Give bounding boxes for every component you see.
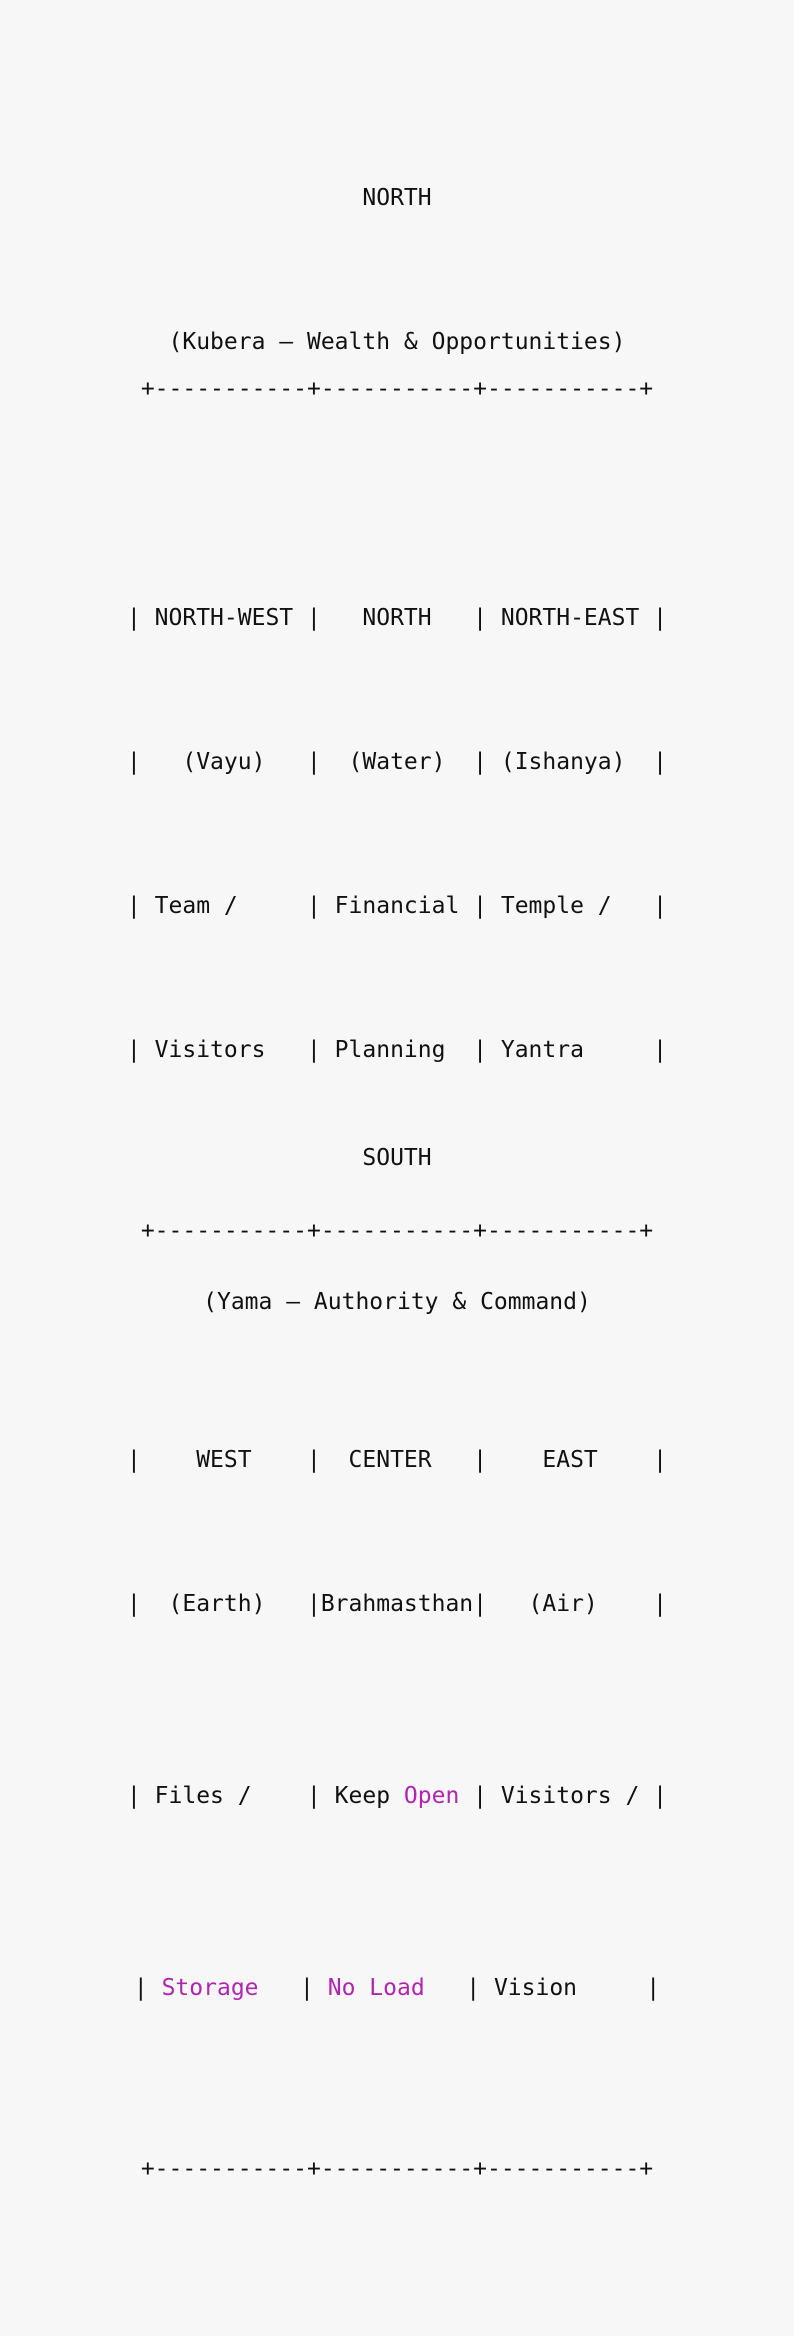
west-line2-gap: | [258,1975,328,2001]
center-open-accent: Open [403,1783,460,1809]
row-middle-element-line: | (Earth) |Brahmasthan| (Air) | [126,1591,668,1617]
north-header: NORTH (Kubera — Wealth & Opportunities) [0,78,794,462]
south-footer-title: SOUTH [362,1145,432,1171]
north-header-title: NORTH [362,185,432,211]
grid-rule-middle-2: +-----------+-----------+-----------+ [140,2156,654,2182]
row-north-use-line-1: | Team / | Financial | Temple / | [126,893,668,919]
north-header-subtitle: (Kubera — Wealth & Opportunities) [168,329,626,355]
grid-rule-top: +-----------+-----------+-----------+ [140,376,654,402]
west-storage-accent: Storage [161,1975,259,2001]
center-keep-text: | Files / | Keep [126,1783,404,1809]
row-middle-use-line-1: | Files / | Keep Open | Visitors / | [0,1772,794,1820]
west-line2-prefix: | [133,1975,162,2001]
row-north-use-line-2: | Visitors | Planning | Yantra | [126,1037,668,1063]
south-footer-subtitle: (Yama — Authority & Command) [203,1289,591,1315]
center-no-load-accent: No Load [327,1975,425,2001]
south-footer: SOUTH (Yama — Authority & Command) [0,1038,794,1422]
row-middle-use-line-2: | Storage | No Load | Vision | [0,1964,794,2012]
row-north-direction-line: | NORTH-WEST | NORTH | NORTH-EAST | [126,605,668,631]
vastu-grid-page: NORTH (Kubera — Wealth & Opportunities) … [0,78,794,2182]
east-use-line-2: | Vision | [424,1975,661,2001]
row-middle-direction-line: | WEST | CENTER | EAST | [126,1447,668,1473]
east-use-line-1: | Visitors / | [459,1783,668,1809]
row-north-element-line: | (Vayu) | (Water) | (Ishanya) | [126,749,668,775]
